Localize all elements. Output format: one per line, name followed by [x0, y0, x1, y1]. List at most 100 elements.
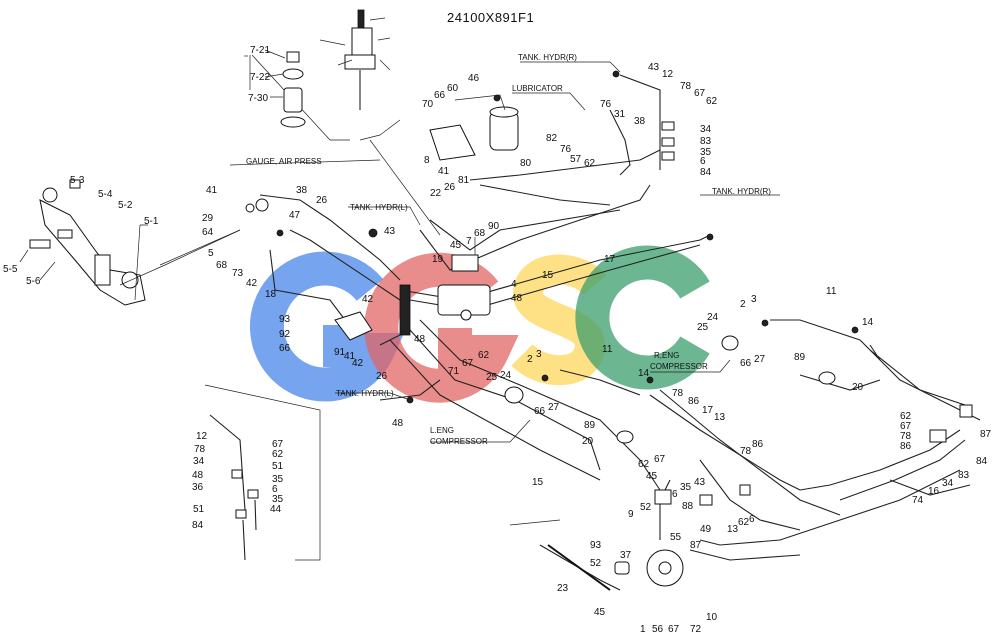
watermark-letter-g1	[249, 251, 405, 402]
callout: 52	[590, 558, 602, 569]
callout: 5-6	[26, 276, 41, 287]
callout: 37	[620, 550, 632, 561]
callout: 48	[392, 418, 404, 429]
callout: 2	[740, 299, 746, 310]
callout: 26	[316, 195, 328, 206]
callout: 7	[466, 236, 472, 247]
callout: 5	[208, 248, 214, 259]
callout: 84	[700, 167, 712, 178]
annotation-l-eng: L.ENG	[430, 426, 454, 435]
callout: 62	[272, 449, 284, 460]
callout: 24	[500, 370, 512, 381]
callout: 26	[376, 371, 388, 382]
callout: 66	[534, 406, 546, 417]
callout: 93	[279, 314, 291, 325]
callout: 92	[279, 329, 291, 340]
callout: 35	[700, 147, 712, 158]
callout: 49	[700, 524, 712, 535]
watermark	[249, 245, 710, 403]
callout: 42	[362, 294, 374, 305]
callout: 6	[749, 514, 755, 525]
drawing-title: 24100X891F1	[447, 10, 534, 25]
callout: 88	[682, 501, 694, 512]
callout: 51	[193, 504, 205, 515]
callout: 56	[652, 624, 664, 635]
callout: 78	[672, 388, 684, 399]
callout: 24	[707, 312, 719, 323]
callout: 67	[272, 439, 284, 450]
callout: 67	[462, 358, 474, 369]
callout: 42	[246, 278, 258, 289]
callout: 45	[594, 607, 606, 618]
callout: 81	[458, 175, 470, 186]
callout: 7-22	[250, 72, 270, 83]
callout: 41	[206, 185, 218, 196]
callout: 55	[670, 532, 682, 543]
callout: 12	[196, 431, 208, 442]
callout: 71	[448, 366, 460, 377]
callout: 80	[520, 158, 532, 169]
callout: 15	[532, 477, 544, 488]
watermark-letter-c	[575, 245, 710, 390]
callout: 72	[690, 624, 702, 635]
callout: 14	[638, 368, 650, 379]
callout: 2	[527, 354, 533, 365]
callout: 66	[279, 343, 291, 354]
callout: 70	[422, 99, 434, 110]
callout: 73	[232, 268, 244, 279]
callout: 46	[468, 73, 480, 84]
callout: 82	[546, 133, 558, 144]
callout: 7-30	[248, 93, 268, 104]
callout: 90	[488, 221, 500, 232]
callout: 20	[582, 436, 594, 447]
callout: 42	[352, 358, 364, 369]
callout: 78	[740, 446, 752, 457]
callout: 17	[604, 254, 616, 265]
part-callouts: 7-21 7-22 7-30 5-3 5-4 5-2 5-1 5-5 5-6 4…	[3, 45, 992, 635]
callout: 5-2	[118, 200, 133, 211]
callout: 16	[928, 486, 940, 497]
watermark-letter-g2	[364, 252, 519, 403]
callout: 87	[980, 429, 992, 440]
callout: 41	[344, 351, 356, 362]
callout: 5-4	[98, 189, 113, 200]
callout: 5-5	[3, 264, 18, 275]
callout: 9	[628, 509, 634, 520]
callout: 7-21	[250, 45, 270, 56]
callout: 11	[826, 286, 837, 297]
callout: 11	[602, 344, 613, 355]
annotation-lubricator: LUBRICATOR	[512, 84, 563, 93]
callout: 43	[384, 226, 396, 237]
callout: 67	[654, 454, 666, 465]
callout: 68	[474, 228, 486, 239]
callout: 38	[296, 185, 308, 196]
callout: 62	[638, 459, 650, 470]
inset-filter-assembly	[244, 9, 401, 141]
annotation-tank-hydr-r-top: TANK. HYDR(R)	[518, 53, 577, 62]
annotation-gauge-air-press: GAUGE, AIR PRESS	[246, 157, 322, 166]
bracket-assembly	[19, 179, 241, 306]
callout: 27	[754, 354, 766, 365]
callout: 62	[706, 96, 718, 107]
callout: 78	[900, 431, 912, 442]
callout: 3	[536, 349, 542, 360]
callout: 51	[272, 461, 284, 472]
callout: 47	[289, 210, 301, 221]
callout: 78	[680, 81, 692, 92]
callout: 12	[662, 69, 674, 80]
callout: 48	[511, 293, 523, 304]
callout: 10	[706, 612, 718, 623]
callout: 8	[424, 155, 430, 166]
callout: 68	[216, 260, 228, 271]
callout: 78	[194, 444, 206, 455]
callout: 44	[270, 504, 282, 515]
annotation-tank-hydr-l-low: TANK. HYDR(L)	[336, 389, 394, 398]
callout: 48	[192, 470, 204, 481]
callout: 91	[334, 347, 346, 358]
callout: 22	[430, 188, 442, 199]
callout: 64	[202, 227, 214, 238]
callout: 13	[727, 524, 739, 535]
callout: 35	[680, 482, 692, 493]
